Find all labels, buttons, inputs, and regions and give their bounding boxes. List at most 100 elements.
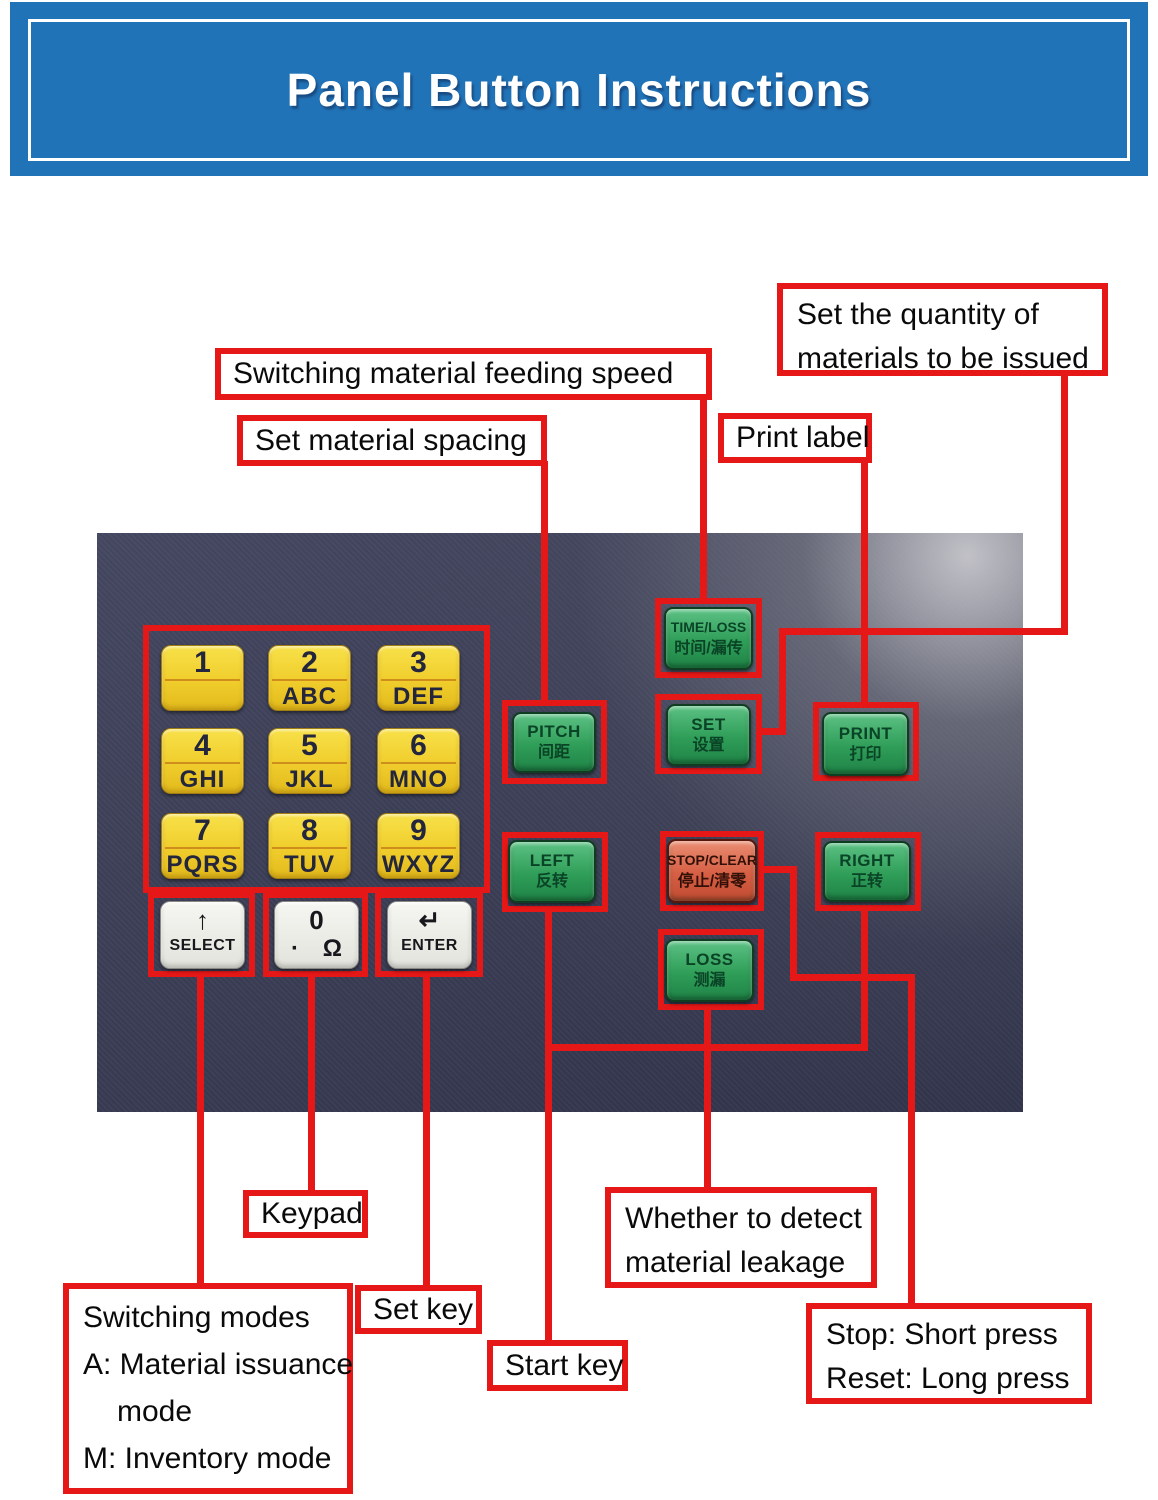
- callout-line: materials to be issued: [797, 341, 1089, 375]
- callout-text: Keypad: [261, 1197, 363, 1230]
- key-8-number: 8: [301, 814, 318, 847]
- callout-set-key: Set key: [355, 1285, 482, 1334]
- callout-line: Whether to detect: [625, 1202, 862, 1235]
- left-label-en: LEFT: [529, 851, 575, 870]
- page-title: Panel Button Instructions: [286, 64, 872, 116]
- key-divider: [381, 762, 456, 764]
- time-loss-label-en: TIME/LOSS: [670, 619, 747, 635]
- print-label-en: PRINT: [838, 723, 893, 743]
- callout-set-quantity: Set the quantity of materials to be issu…: [777, 283, 1108, 376]
- key-6-number: 6: [410, 729, 427, 762]
- loss-label-en: LOSS: [685, 950, 734, 969]
- connector-stop-h2: [790, 974, 915, 981]
- key-divider: [165, 679, 240, 681]
- connector-stop-v2: [908, 974, 915, 1305]
- key-divider: [272, 679, 347, 681]
- connector-quantity-h1: [779, 628, 1068, 635]
- select-key-label: SELECT: [169, 937, 236, 954]
- stop-clear-label-zh: 停止/清零: [677, 872, 747, 890]
- time-loss-label-zh: 时间/漏传: [674, 640, 743, 657]
- key-divider: [165, 847, 240, 849]
- callout-text: Set material spacing: [255, 423, 527, 457]
- key-divider: [272, 762, 347, 764]
- stop-clear-button[interactable]: STOP/CLEAR 停止/清零: [667, 839, 757, 903]
- set-button[interactable]: SET 设置: [666, 704, 751, 766]
- callout-text: Start key: [505, 1348, 624, 1382]
- key-4[interactable]: 4 GHI: [161, 728, 244, 794]
- print-highlight-box: [813, 702, 919, 781]
- connector-quantity-v1: [1061, 373, 1068, 635]
- connector-stop-h1: [763, 866, 797, 873]
- loss-label-zh: 测漏: [693, 972, 726, 989]
- callout-text: Switching material feeding speed: [233, 357, 674, 390]
- left-label-zh: 反转: [535, 873, 568, 890]
- right-label-en: RIGHT: [839, 851, 895, 870]
- key-2-number: 2: [301, 646, 318, 679]
- callout-line: Stop: Short press: [826, 1318, 1058, 1351]
- callout-keypad: Keypad: [243, 1190, 368, 1238]
- callout-line: Reset: Long press: [826, 1361, 1070, 1395]
- key-5-letters: JKL: [285, 766, 334, 793]
- key-1[interactable]: 1: [161, 645, 244, 711]
- select-key[interactable]: ↑ SELECT: [160, 901, 245, 969]
- key-2-letters: ABC: [282, 683, 337, 710]
- callout-detect-leakage: Whether to detect material leakage: [605, 1187, 877, 1288]
- callout-line: material leakage: [625, 1245, 846, 1279]
- connector-loss-to-leakage: [704, 1008, 711, 1189]
- connector-quantity-h2: [758, 728, 786, 735]
- callout-text: Set key: [373, 1292, 474, 1326]
- key-4-number: 4: [194, 729, 211, 762]
- loss-button[interactable]: LOSS 测漏: [665, 939, 754, 1002]
- key-6[interactable]: 6 MNO: [377, 728, 460, 794]
- connector-stop-v1: [790, 866, 797, 981]
- set-highlight-box: [655, 694, 762, 774]
- connector-left-to-startkey: [545, 908, 552, 1344]
- loss-highlight-box: [658, 929, 764, 1010]
- callout-start-key: Start key: [487, 1340, 628, 1391]
- zero-key-number: 0: [309, 905, 324, 935]
- key-divider: [165, 762, 240, 764]
- right-button[interactable]: RIGHT 正转: [823, 841, 911, 902]
- timeloss-highlight-box: [655, 598, 762, 678]
- callout-line: Set the quantity of: [797, 298, 1039, 331]
- connector-printlabel-to-print: [861, 458, 868, 707]
- key-7-letters: PQRS: [166, 851, 239, 878]
- callout-stop-reset: Stop: Short press Reset: Long press: [806, 1303, 1092, 1404]
- connector-set-spacing-to-pitch: [541, 461, 548, 706]
- callout-set-spacing: Set material spacing: [237, 415, 547, 466]
- key-6-letters: MNO: [389, 766, 448, 793]
- stopclear-highlight-box: [660, 831, 764, 911]
- key-3-number: 3: [410, 646, 427, 679]
- keypad-highlight-box: [143, 625, 490, 893]
- key-5[interactable]: 5 JKL: [268, 728, 351, 794]
- connector-speed-to-timeloss: [700, 396, 707, 604]
- key-9-number: 9: [410, 814, 427, 847]
- key-2[interactable]: 2 ABC: [268, 645, 351, 711]
- callout-line: Switching modes: [83, 1301, 310, 1335]
- pitch-label-zh: 间距: [537, 744, 570, 761]
- key-4-letters: GHI: [179, 766, 226, 793]
- left-button[interactable]: LEFT 反转: [508, 840, 596, 903]
- key-7-number: 7: [194, 814, 211, 847]
- zero-key[interactable]: 0 · Ω: [274, 901, 359, 969]
- key-1-number: 1: [194, 646, 211, 679]
- right-label-zh: 正转: [850, 873, 883, 890]
- pitch-button[interactable]: PITCH 间距: [512, 712, 596, 773]
- pitch-highlight-box: [502, 700, 607, 784]
- print-button[interactable]: PRINT 打印: [822, 712, 909, 776]
- key-8[interactable]: 8 TUV: [268, 813, 351, 879]
- zero-highlight-box: [263, 892, 368, 977]
- key-9[interactable]: 9 WXYZ: [377, 813, 460, 879]
- time-loss-button[interactable]: TIME/LOSS 时间/漏传: [664, 607, 753, 670]
- connector-select-to-modes: [197, 974, 204, 1286]
- key-7[interactable]: 7 PQRS: [161, 813, 244, 879]
- callout-switching-speed: Switching material feeding speed: [215, 348, 712, 400]
- key-3[interactable]: 3 DEF: [377, 645, 460, 711]
- pitch-label-en: PITCH: [527, 722, 581, 741]
- key-3-letters: DEF: [393, 683, 444, 710]
- enter-key[interactable]: ↵ ENTER: [387, 901, 472, 969]
- stop-clear-label-en: STOP/CLEAR: [667, 851, 757, 868]
- connector-quantity-v2: [779, 628, 786, 735]
- key-divider: [272, 847, 347, 849]
